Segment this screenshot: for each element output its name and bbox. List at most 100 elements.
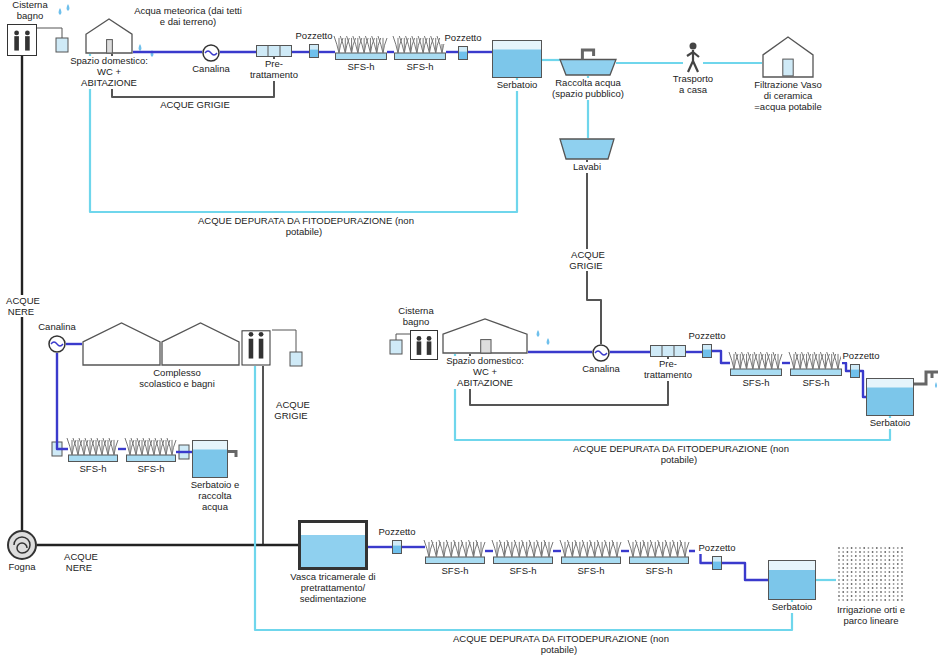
crop-dot [876, 575, 878, 577]
crop-dot [897, 591, 899, 593]
crop-dot [889, 583, 891, 585]
crop-dot [847, 571, 849, 573]
person-figure [259, 332, 264, 337]
pipe-label-text: ACQUE GRIGIE [158, 99, 232, 110]
crop-dot [842, 567, 844, 569]
reed [439, 540, 448, 557]
icon-part [443, 319, 527, 353]
crop-dot [838, 583, 840, 585]
crop-dot [876, 587, 878, 589]
water-pipe [387, 51, 394, 53]
crop-dot [872, 583, 874, 585]
reed [137, 438, 146, 455]
icon-part [493, 50, 541, 78]
treated-water-pipe [90, 54, 517, 212]
crop-dot [838, 595, 840, 597]
water-pipe [712, 351, 730, 363]
crop-dot [863, 555, 865, 557]
crop-dot [880, 599, 882, 601]
crop-dot [876, 551, 878, 553]
component-label: SFS-h [435, 566, 475, 577]
crop-dot [884, 583, 886, 585]
crop-dot [876, 567, 878, 569]
crop-dot [889, 571, 891, 573]
house-icon: Spazio domestico: WC + ABITAZIONE [85, 18, 133, 54]
crop-dot [889, 563, 891, 565]
crop-dot [838, 575, 840, 577]
crop-dot [863, 591, 865, 593]
reed [103, 438, 112, 455]
crop-dot [863, 583, 865, 585]
reed [650, 540, 659, 557]
icon-part [203, 45, 219, 61]
crop-dot [880, 595, 882, 597]
reed [85, 438, 94, 455]
crop-dot [893, 595, 895, 597]
reed [514, 540, 523, 557]
crop-dot [880, 567, 882, 569]
crop-dot [876, 583, 878, 585]
crop-dot [847, 551, 849, 553]
inspection-pit: Pozzetto [392, 540, 402, 554]
icon-part [336, 53, 387, 60]
crop-dot [889, 591, 891, 593]
crop-dot [842, 555, 844, 557]
inspection-pit: Pozzetto [458, 46, 468, 60]
crop-dot [859, 567, 861, 569]
reed [773, 352, 782, 369]
blackwater-pipe [21, 56, 23, 530]
icon-part [107, 40, 113, 53]
crop-dot [842, 547, 844, 549]
crop-dot [880, 587, 882, 589]
component-label: Canalina [186, 64, 236, 75]
crop-dot [863, 551, 865, 553]
crop-dot [863, 571, 865, 573]
crop-dot [838, 567, 840, 569]
icon-part [8, 25, 37, 56]
person-icon: Trasporto a casa [683, 42, 703, 72]
inspection-pit: Pozzetto [850, 364, 860, 378]
crop-dot [872, 547, 874, 549]
reed [149, 438, 158, 455]
crop-dot [901, 559, 903, 561]
crop-dot [842, 551, 844, 553]
crop-dot [872, 563, 874, 565]
pipe-label: ACQUE DEPURATA DA FITODEPURAZIONE (non p… [190, 216, 420, 238]
node-outline [126, 436, 176, 462]
crop-dot [889, 555, 891, 557]
icon-part [595, 351, 607, 355]
water-pipe [553, 550, 561, 552]
icon-part [630, 557, 689, 564]
reed [597, 540, 606, 557]
crop-dot [863, 595, 865, 597]
settling-tank: Vasca tricamerale di pretrattamento/ sed… [298, 520, 368, 570]
node-outline [650, 345, 686, 357]
crop-dot [889, 559, 891, 561]
toilet-block: Cisterna bagno [7, 24, 37, 56]
crop-dot [838, 591, 840, 593]
crop-dot [868, 583, 870, 585]
cistern-tank [56, 38, 68, 52]
node-outline [68, 436, 118, 462]
crop-dot [897, 595, 899, 597]
component-label: Serbatoio e raccolta acqua [185, 480, 245, 513]
note-label: Acqua meteorica (dai tetti e dai terreno… [132, 6, 244, 28]
node-outline [256, 45, 292, 57]
water-pipe [176, 451, 192, 453]
reed [461, 540, 470, 557]
component-label: Trasporto a casa [669, 74, 717, 96]
crop-dot [897, 563, 899, 565]
reed [537, 540, 546, 557]
gutter-symbol: Canalina [592, 344, 610, 362]
crop-dot [876, 591, 878, 593]
reed-bed: SFS-h [425, 538, 485, 564]
node-outline [790, 350, 842, 376]
crop-dot [842, 599, 844, 601]
crop-dot [893, 587, 895, 589]
person-figure [249, 339, 254, 359]
node-outline [730, 350, 782, 376]
crop-dot [838, 599, 840, 601]
crop-dot [901, 563, 903, 565]
icon-part [791, 369, 842, 376]
